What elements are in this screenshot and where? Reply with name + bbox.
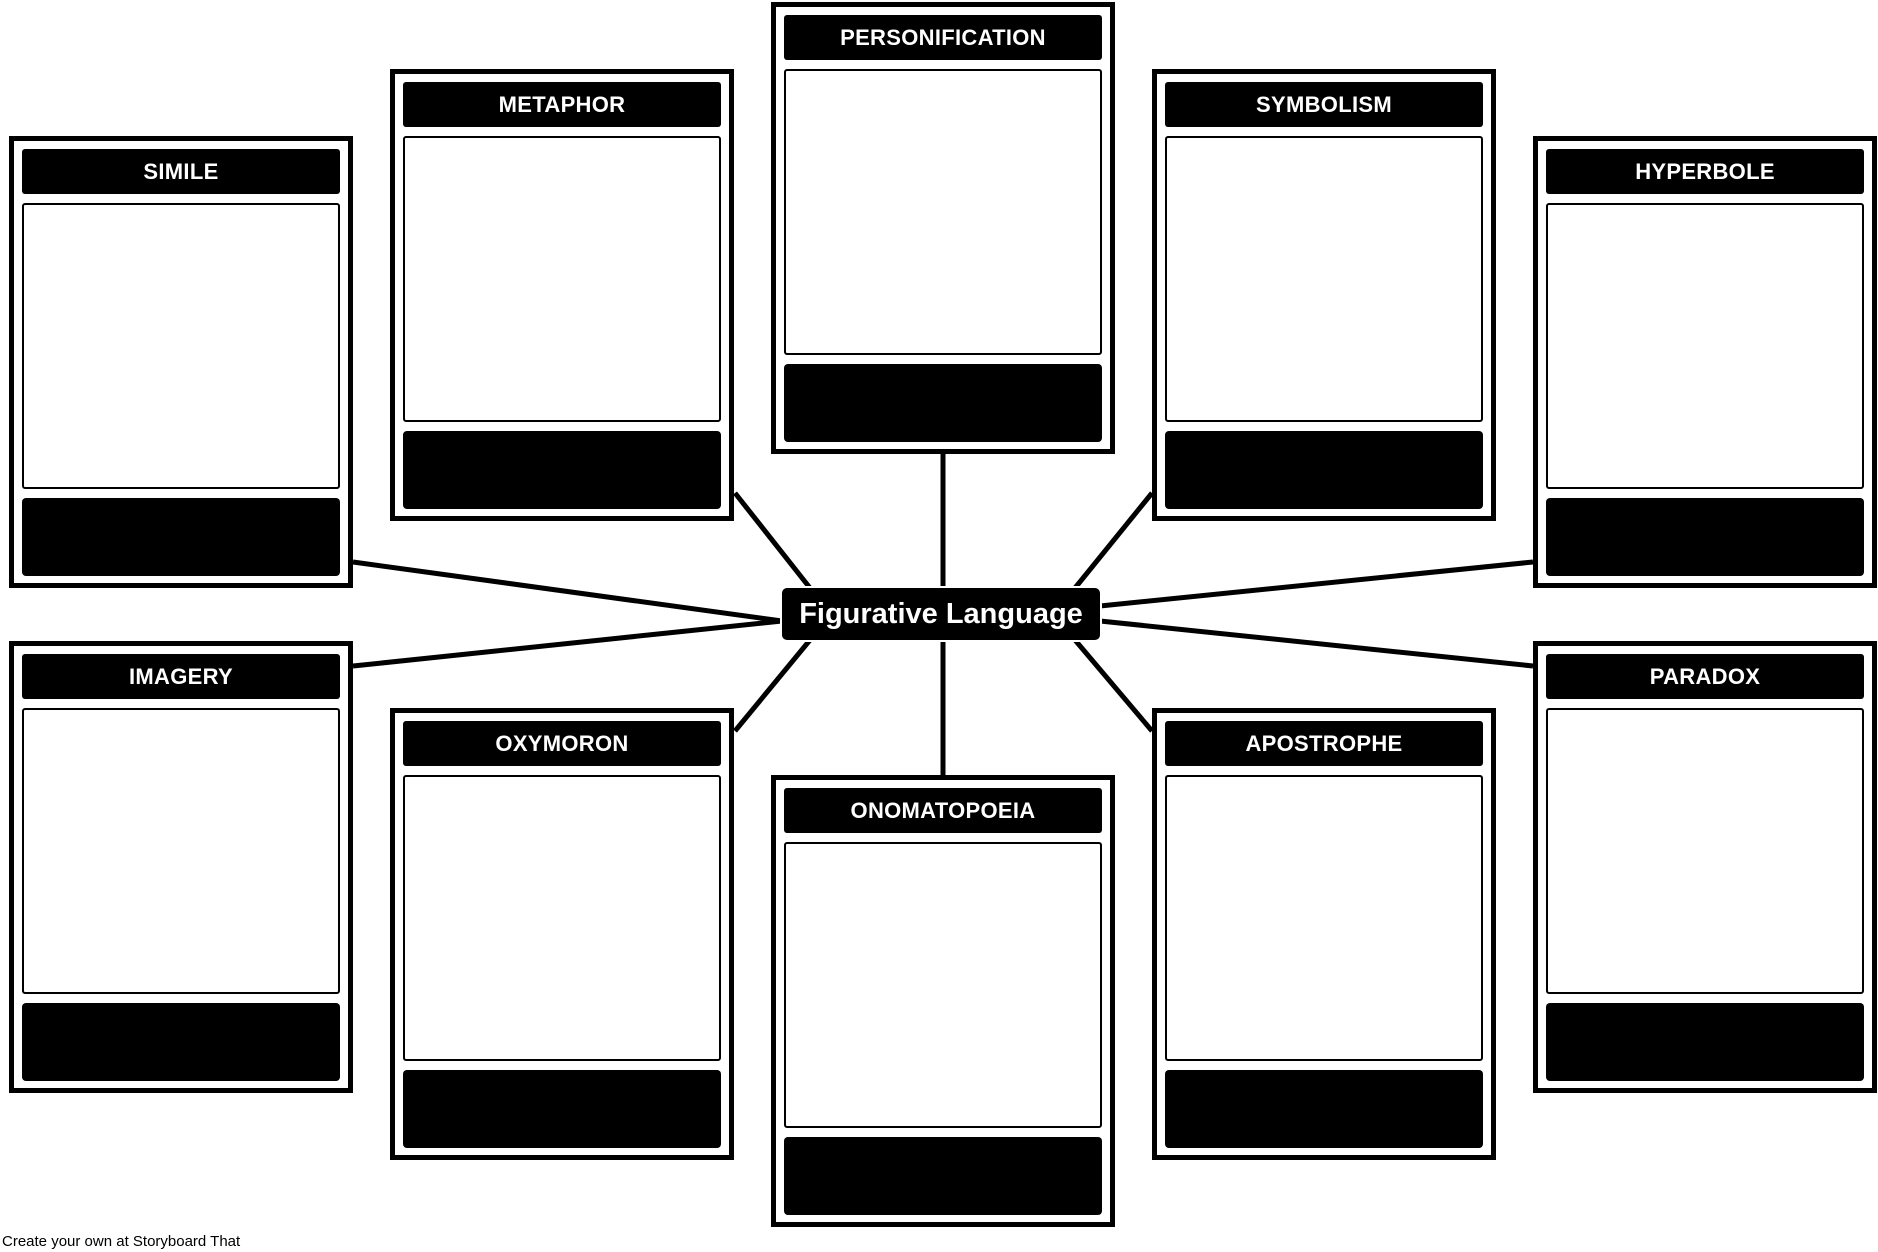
card-image-cell[interactable] — [403, 775, 721, 1061]
connector-line-hyperbole — [1099, 559, 1534, 609]
card-onomatopoeia: ONOMATOPOEIA — [771, 775, 1115, 1227]
card-title: SIMILE — [22, 149, 340, 194]
card-paradox: PARADOX — [1533, 641, 1877, 1093]
card-metaphor: METAPHOR — [390, 69, 734, 521]
card-title: PERSONIFICATION — [784, 15, 1102, 60]
card-image-cell[interactable] — [1546, 708, 1864, 994]
connector-line-paradox — [1099, 618, 1534, 669]
card-image-cell[interactable] — [403, 136, 721, 422]
card-image-cell[interactable] — [22, 203, 340, 489]
card-title: SYMBOLISM — [1165, 82, 1483, 127]
card-hyperbole: HYPERBOLE — [1533, 136, 1877, 588]
card-image-cell[interactable] — [1165, 136, 1483, 422]
card-caption-box[interactable] — [1165, 1070, 1483, 1148]
card-caption-box[interactable] — [1165, 431, 1483, 509]
card-title: APOSTROPHE — [1165, 721, 1483, 766]
connector-line-symbolism — [1073, 491, 1154, 590]
card-caption-box[interactable] — [1546, 1003, 1864, 1081]
card-simile: SIMILE — [9, 136, 353, 588]
card-image-cell[interactable] — [1546, 203, 1864, 489]
card-caption-box[interactable] — [403, 431, 721, 509]
card-caption-box[interactable] — [784, 1137, 1102, 1215]
storyboard-credit: Create your own at Storyboard That — [2, 1233, 241, 1250]
connector-line-imagery — [352, 618, 783, 669]
card-imagery: IMAGERY — [9, 641, 353, 1093]
card-title: METAPHOR — [403, 82, 721, 127]
card-caption-box[interactable] — [403, 1070, 721, 1148]
card-caption-box[interactable] — [784, 364, 1102, 442]
card-title: IMAGERY — [22, 654, 340, 699]
connector-line-simile — [352, 559, 783, 624]
card-title: PARADOX — [1546, 654, 1864, 699]
card-image-cell[interactable] — [1165, 775, 1483, 1061]
card-image-cell[interactable] — [784, 842, 1102, 1128]
card-caption-box[interactable] — [22, 498, 340, 576]
connector-line-metaphor — [733, 491, 812, 590]
card-title: HYPERBOLE — [1546, 149, 1864, 194]
card-personification: PERSONIFICATION — [771, 2, 1115, 454]
connector-line-apostrophe — [1073, 638, 1154, 733]
card-symbolism: SYMBOLISM — [1152, 69, 1496, 521]
card-oxymoron: OXYMORON — [390, 708, 734, 1160]
card-apostrophe: APOSTROPHE — [1152, 708, 1496, 1160]
connector-line-oxymoron — [733, 638, 812, 733]
center-topic-label[interactable]: Figurative Language — [782, 588, 1100, 640]
card-caption-box[interactable] — [1546, 498, 1864, 576]
card-image-cell[interactable] — [22, 708, 340, 994]
card-title: OXYMORON — [403, 721, 721, 766]
card-caption-box[interactable] — [22, 1003, 340, 1081]
card-image-cell[interactable] — [784, 69, 1102, 355]
card-title: ONOMATOPOEIA — [784, 788, 1102, 833]
